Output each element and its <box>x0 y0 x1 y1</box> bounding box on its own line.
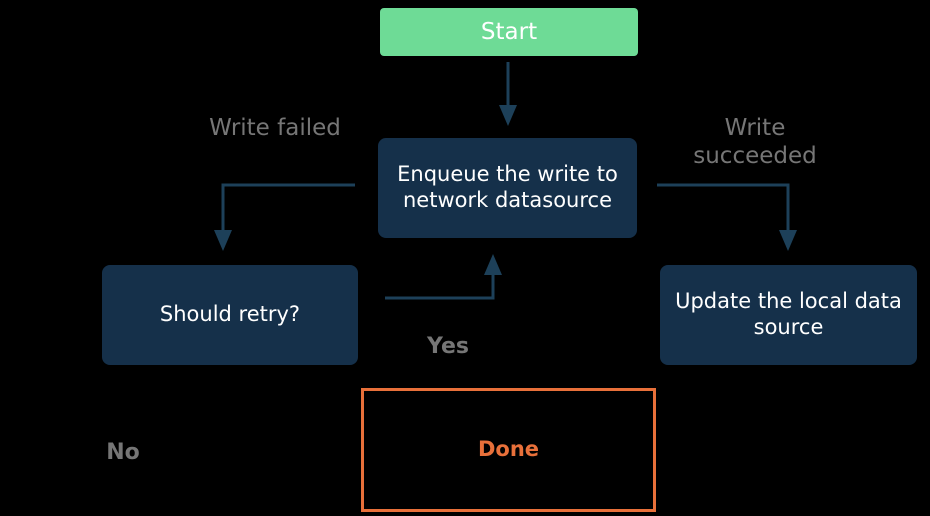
node-start[interactable]: Start <box>380 8 638 56</box>
node-should-retry-label: Should retry? <box>159 302 301 327</box>
node-update-local-data-source-label: Update the local data source <box>675 289 902 339</box>
node-enqueue-write[interactable]: Enqueue the write to network datasource <box>378 138 637 238</box>
edge-start-to-enqueue <box>499 62 517 126</box>
edge-enqueue-to-retry <box>214 183 355 251</box>
node-done-label: Done <box>477 437 540 462</box>
edge-label-write-failed: Write failed <box>209 115 341 141</box>
edge-enqueue-to-update <box>657 183 797 251</box>
edge-label-no: No <box>106 440 140 465</box>
node-update-local-data-source[interactable]: Update the local data source <box>660 265 917 365</box>
edge-label-yes: Yes <box>427 334 469 359</box>
edge-retry-to-enqueue <box>385 254 502 300</box>
node-enqueue-write-label: Enqueue the write to network datasource <box>397 162 618 212</box>
node-start-label: Start <box>480 18 538 45</box>
node-done[interactable]: Done <box>361 388 656 512</box>
node-should-retry[interactable]: Should retry? <box>102 265 358 365</box>
edge-label-write-succeeded: Write succeeded <box>693 115 817 170</box>
